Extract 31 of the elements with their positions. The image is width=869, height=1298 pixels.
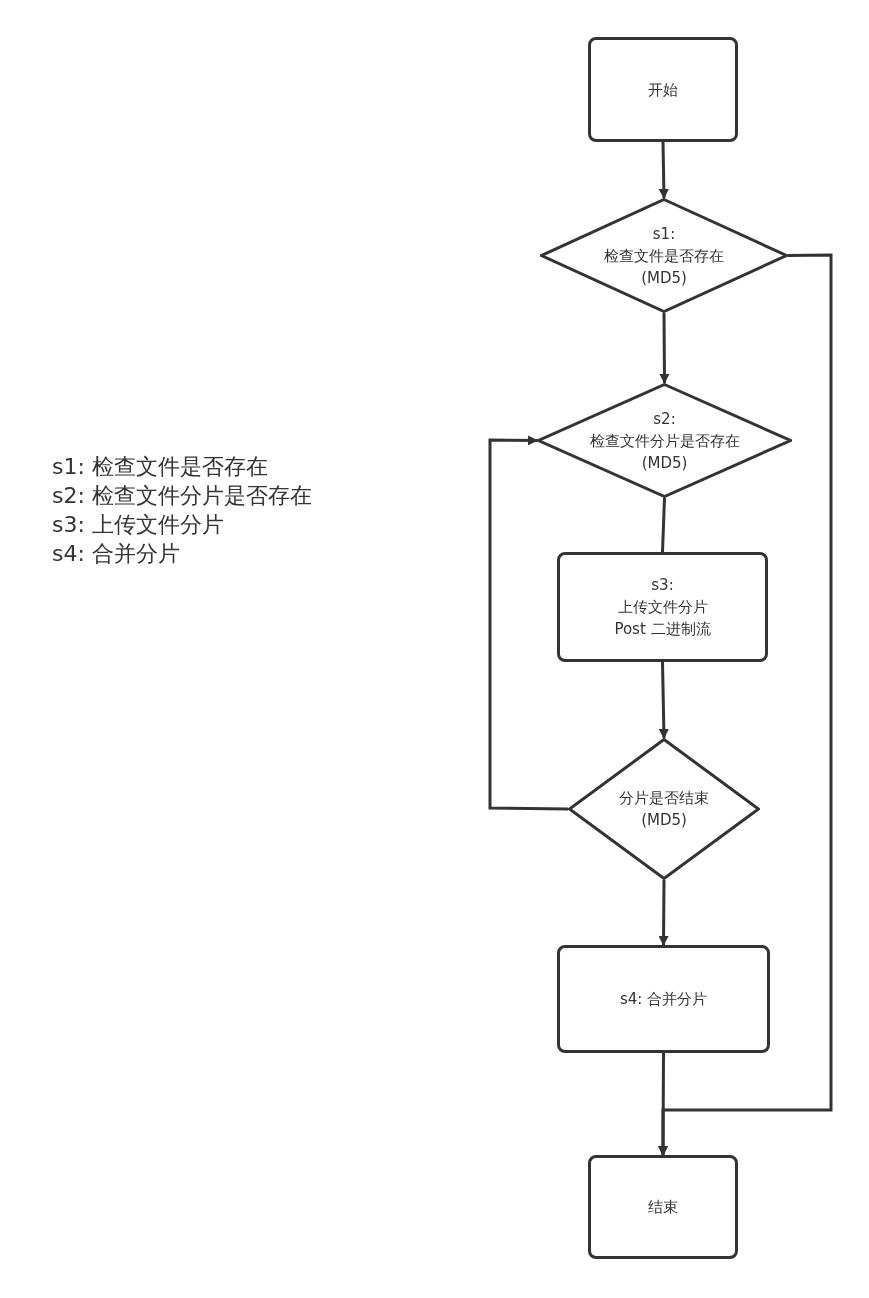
node-text: 检查文件是否存在 [604,245,724,267]
legend-note: s1: 检查文件是否存在 [52,453,269,481]
node-text: s3: [651,575,674,596]
node-text: Post 二进制流 [614,619,711,640]
node-text: 上传文件分片 [617,597,708,618]
node-text: 检查文件分片是否存在 [589,430,740,452]
arrow [658,141,669,199]
legend-note: s4: 合并分片 [52,540,181,568]
arrow [658,253,833,1156]
node-text: 结束 [648,1197,678,1218]
legend-note: s2: 检查文件分片是否存在 [52,482,312,510]
arrow [488,435,569,811]
process-box [588,37,738,142]
node-text: 分片是否结束 [619,788,709,809]
node-text: s2: [653,408,676,430]
node-text: (MD5) [641,452,688,474]
arrow [658,880,669,946]
decision-diamond [568,738,760,880]
node-text: 开始 [648,79,678,101]
node-text: s4: 合并分片 [619,989,708,1010]
process-box [588,1155,738,1259]
node-text: (MD5) [641,810,687,831]
process-box [557,552,768,662]
decision-diamond [537,383,792,498]
arrow [659,313,670,384]
node-text: s1: [652,223,676,245]
legend-note: s3: 上传文件分片 [52,511,225,539]
node-text: (MD5) [641,267,687,289]
process-box [557,945,770,1053]
decision-diamond [540,198,788,313]
arrow [658,661,669,739]
